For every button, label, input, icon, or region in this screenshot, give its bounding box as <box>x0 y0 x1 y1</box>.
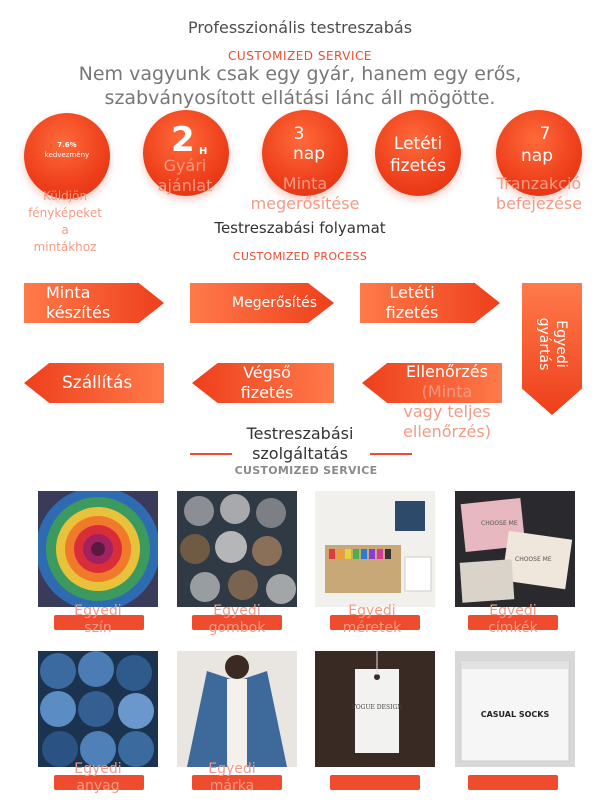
circle-factory-offer: 2 H <box>143 110 229 196</box>
circle-inner-big: 2 <box>171 120 195 160</box>
circle-inner-bottom: nap <box>521 146 553 166</box>
label-bar <box>192 615 282 630</box>
page-title: Professzionális testreszabás <box>187 18 413 37</box>
circle-label-transaction: Tranzakció befejezése <box>495 174 583 213</box>
step-sample-making: Minta készítés <box>24 283 164 323</box>
circle-deposit: Letéti fizetés <box>375 110 461 196</box>
buttons-image <box>177 491 297 607</box>
sizes-image <box>315 491 435 607</box>
process-title: Testreszabási folyamat <box>214 219 386 237</box>
brand-jacket-image <box>177 651 297 767</box>
step-shipping: Szállítás <box>24 363 164 403</box>
circle-inner-bottom: nap <box>293 144 325 164</box>
svg-text:CASUAL SOCKS: CASUAL SOCKS <box>481 710 550 719</box>
circle-inner-top: Letéti <box>393 134 443 154</box>
label-bar <box>54 615 144 630</box>
denim-image <box>38 651 158 767</box>
circle-inner-top: 7 <box>539 124 551 144</box>
svg-text:CHOOSE ME: CHOOSE ME <box>515 556 552 563</box>
hangtag-image: VOGUE DESIGN <box>315 651 435 767</box>
labels-image: CHOOSE ME CHOOSE ME <box>455 491 575 607</box>
divider-left <box>190 453 232 455</box>
circle-inner-top: 7.6% <box>57 141 77 149</box>
step-inspection <box>362 363 502 403</box>
step-label: fizetés <box>385 303 439 322</box>
page-subtitle: CUSTOMIZED SERVICE <box>228 49 372 63</box>
bag-image: CASUAL SOCKS <box>455 651 575 767</box>
circle-label-photos: Küldjön fényképeket a mintákhoz <box>28 189 102 254</box>
circle-inner-bottom: kedvezmény <box>44 151 90 159</box>
label-bar <box>54 775 144 790</box>
services-title: Testreszabási szolgáltatás <box>246 424 354 463</box>
circle-transaction-days: 7 nap <box>496 110 582 196</box>
step-label: Minta <box>46 283 91 302</box>
step-deposit: Letéti fizetés <box>360 283 500 323</box>
label-bar <box>330 775 420 790</box>
step-final-payment: Végső fizetés <box>192 363 334 403</box>
label-bar <box>468 775 558 790</box>
circle-inner-top: 3 <box>293 124 305 144</box>
step-label: Megerősítés <box>232 295 318 311</box>
process-subtitle: CUSTOMIZED PROCESS <box>232 250 368 263</box>
step-label: Letéti <box>389 283 435 302</box>
yarn-image <box>38 491 158 607</box>
step-confirmation: Megerősítés <box>190 283 334 323</box>
step-label: Szállítás <box>62 373 133 393</box>
circle-label-factory-offer: Gyári ajánlat <box>157 156 213 195</box>
circle-inner-sup: H <box>199 146 208 157</box>
services-subtitle: CUSTOMIZED SERVICE <box>234 464 378 477</box>
label-bar <box>330 615 420 630</box>
label-bar <box>468 615 558 630</box>
label-bar <box>192 775 282 790</box>
step-label: Egyedi <box>553 320 569 368</box>
step-label: gyártás <box>536 317 552 371</box>
divider-right <box>370 453 412 455</box>
circle-sample-days: 3 nap <box>262 110 348 196</box>
circle-discount: 7.6% kedvezmény <box>24 113 110 199</box>
step-label: készítés <box>46 303 111 322</box>
svg-text:VOGUE DESIGN: VOGUE DESIGN <box>351 704 403 711</box>
step-inspection-text: Ellenőrzés (Minta vagy teljes ellenőrzés… <box>403 362 491 441</box>
circle-inner-bottom: fizetés <box>389 156 447 176</box>
circle-label-sample-confirm: Minta megerősítése <box>250 174 360 213</box>
tagline: Nem vagyunk csak egy gyár, hanem egy erő… <box>78 63 522 109</box>
step-label: Végső <box>243 363 291 382</box>
svg-text:CHOOSE ME: CHOOSE ME <box>481 520 518 527</box>
step-custom-production: Egyedi gyártás <box>522 283 582 415</box>
step-label: fizetés <box>240 383 294 402</box>
